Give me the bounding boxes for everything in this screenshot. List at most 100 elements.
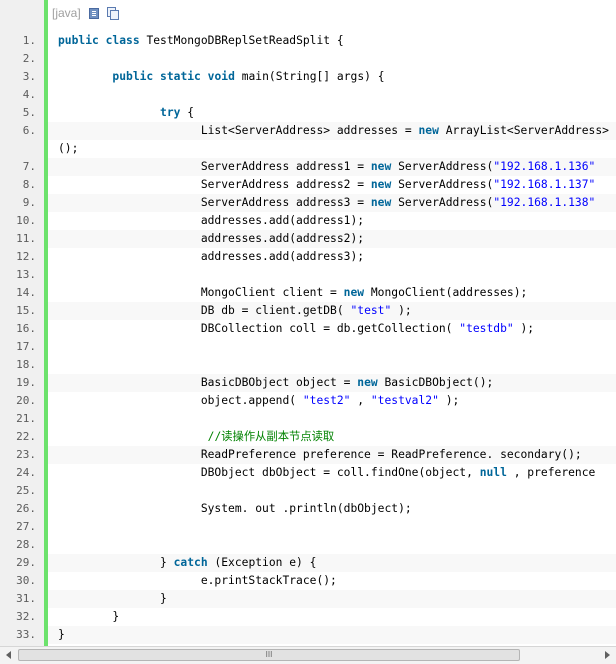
code-text: (); [48,140,616,158]
code-text: public class TestMongoDBReplSetReadSplit… [48,32,616,50]
line-number: 2. [22,52,36,65]
code-token [58,106,160,119]
language-label: [java] [52,6,81,20]
code-line: 13. [0,266,616,284]
code-token: BasicDBObject object = [58,376,358,389]
string-token: "test" [350,304,392,317]
line-number: 3. [22,70,36,83]
code-token: TestMongoDBReplSetReadSplit { [139,34,344,47]
scroll-right-arrow-icon[interactable] [605,651,610,659]
code-line: 5. try { [0,104,616,122]
code-token: DB db = client.getDB( [58,304,351,317]
code-text: addresses.add(address2); [48,230,616,248]
line-number: 5. [22,106,36,119]
keyword-token: class [105,34,140,47]
keyword-token: new [357,376,378,389]
code-line: 10. addresses.add(address1); [0,212,616,230]
code-text: ReadPreference preference = ReadPreferen… [48,446,616,464]
code-token: ); [513,322,535,335]
keyword-token: new [343,286,365,299]
code-token: addresses.add(address3); [58,250,365,263]
code-line: 18. [0,356,616,374]
code-token [201,70,208,83]
keyword-token: new [370,196,392,209]
code-text: //读操作从副本节点读取 [48,428,616,446]
scroll-left-arrow-icon[interactable] [6,651,11,659]
keyword-token: void [207,70,235,83]
code-text: e.printStackTrace(); [48,572,616,590]
keyword-token: catch [173,556,208,569]
keyword-token: try [160,106,181,119]
code-token: List<ServerAddress> addresses = [58,124,419,137]
code-token [58,430,208,443]
code-text: System. out .println(dbObject); [48,500,616,518]
line-number: 29. [16,556,36,569]
code-text: ServerAddress address2 = new ServerAddre… [48,176,616,194]
code-line: 19. BasicDBObject object = new BasicDBOb… [0,374,616,392]
code-text: MongoClient client = new MongoClient(add… [48,284,616,302]
code-line: 25. [0,482,616,500]
comment-token: //读操作从副本节点读取 [207,430,335,443]
line-number-gutter [0,0,44,646]
line-number: 32. [16,610,36,623]
code-token: BasicDBObject(); [377,376,494,389]
horizontal-scrollbar[interactable]: III [0,646,616,664]
line-number: 6. [22,124,36,137]
code-line: 4. [0,86,616,104]
code-line: 24. DBObject dbObject = coll.findOne(obj… [0,464,616,482]
code-text: } catch (Exception e) { [48,554,616,572]
code-token [99,34,106,47]
code-line: 15. DB db = client.getDB( "test" ); [0,302,616,320]
code-token: ); [391,304,412,317]
code-text: try { [48,104,616,122]
code-text: BasicDBObject object = new BasicDBObject… [48,374,616,392]
keyword-token: static [160,70,201,83]
copy-icon[interactable] [106,7,119,20]
code-line: 23. ReadPreference preference = ReadPref… [0,446,616,464]
line-number: 17. [16,340,36,353]
string-token: "192.168.1.137" [493,178,596,191]
code-line: 14. MongoClient client = new MongoClient… [0,284,616,302]
line-number: 7. [22,160,36,173]
line-number: 31. [16,592,36,605]
code-token: MongoClient client = [58,286,344,299]
code-line: 28. [0,536,616,554]
code-line: 12. addresses.add(address3); [0,248,616,266]
keyword-token: null [479,466,507,479]
code-token: (); [58,142,79,155]
line-number: 30. [16,574,36,587]
code-text: addresses.add(address1); [48,212,616,230]
line-number: 21. [16,412,36,425]
gutter-border [44,0,48,646]
line-number: 27. [16,520,36,533]
code-token: addresses.add(address2); [58,232,365,245]
code-line: 17. [0,338,616,356]
code-text: public static void main(String[] args) { [48,68,616,86]
code-line: 8. ServerAddress address2 = new ServerAd… [0,176,616,194]
code-line: 32. } [0,608,616,626]
code-line: 26. System. out .println(dbObject); [0,500,616,518]
code-block[interactable]: 1.public class TestMongoDBReplSetReadSpl… [0,32,616,644]
code-token: e.printStackTrace(); [58,574,337,587]
line-number: 19. [16,376,36,389]
code-text: ServerAddress address1 = new ServerAddre… [48,158,616,176]
line-number: 20. [16,394,36,407]
code-line: 30. e.printStackTrace(); [0,572,616,590]
line-number: 13. [16,268,36,281]
code-token: { [180,106,195,119]
code-token [58,70,112,83]
line-number: 11. [16,232,36,245]
string-token: "test2" [302,394,351,407]
code-line: 1.public class TestMongoDBReplSetReadSpl… [0,32,616,50]
code-token: MongoClient(addresses); [364,286,528,299]
code-line: 22. //读操作从副本节点读取 [0,428,616,446]
view-source-icon[interactable] [88,7,99,19]
code-token: ReadPreference preference = ReadPreferen… [58,448,582,461]
code-token: } [58,556,174,569]
line-number: 10. [16,214,36,227]
code-token: ArrayList<ServerAddress> [438,124,609,137]
scrollbar-thumb[interactable]: III [18,649,520,661]
line-number: 16. [16,322,36,335]
code-token: main(String[] args) { [234,70,385,83]
code-line: 33.} [0,626,616,644]
